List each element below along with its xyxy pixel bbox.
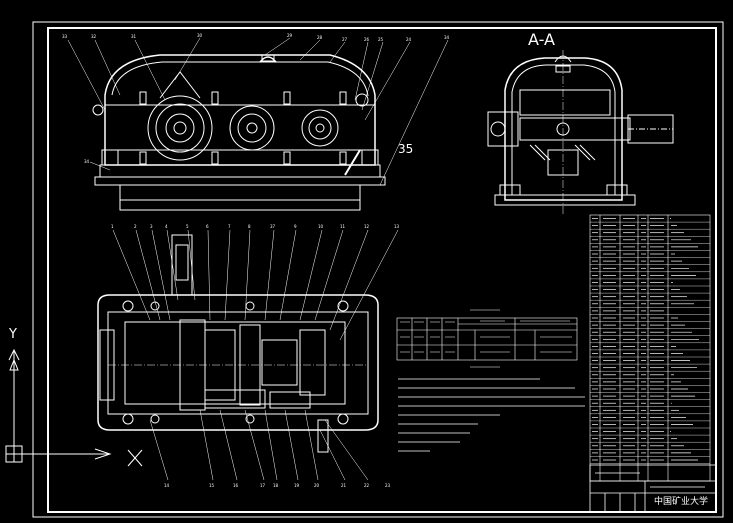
callout-25: 25 [378,37,384,42]
callout-29: 29 [287,33,293,38]
plan-view-callout-labels: 1 2 3 4 5 6 7 8 37 9 10 11 12 13 14 15 1… [111,224,400,488]
technical-notes [398,378,585,452]
section-marker-label: 35 [398,142,413,156]
callout-21: 21 [341,483,347,488]
outer-frame [32,21,724,518]
callout-27: 27 [342,37,348,42]
callout-7: 7 [228,224,231,229]
front-view-leaders [67,37,449,186]
callout-4: 4 [165,224,168,229]
callout-18: 18 [273,483,279,488]
parts-list-rows [590,221,710,464]
callout-1: 1 [111,224,114,229]
callout-28: 28 [317,35,323,40]
callout-31: 31 [131,34,137,39]
flange-bolts [139,91,347,165]
callout-19: 19 [294,483,300,488]
spec-table [396,317,578,361]
callout-26: 26 [364,37,370,42]
callout-15: 15 [209,483,215,488]
section-view [487,50,674,215]
spec-table-scribbles [400,309,572,368]
section-title: A-A [528,30,555,49]
callout-6: 6 [206,224,209,229]
callout-37: 37 [270,224,276,229]
callout-9: 9 [294,224,297,229]
callout-3: 3 [150,224,153,229]
callout-32: 32 [91,34,97,39]
callout-33: 33 [62,34,68,39]
plan-view [97,234,379,453]
callout-16: 16 [233,483,239,488]
callout-34-left: 34 [84,159,90,164]
callout-5: 5 [186,224,189,229]
inner-frame [47,27,717,513]
callout-30: 30 [197,33,203,38]
callout-11: 11 [340,224,346,229]
front-view-callout-labels: 33 32 31 30 29 28 27 26 25 24 34 34 35 [62,33,450,164]
plan-view-leaders [112,229,399,481]
parts-list-entries [592,218,699,461]
callout-20: 20 [314,483,320,488]
callout-24: 24 [406,37,412,42]
school-name: 中国矿业大学 [654,495,708,507]
callout-8: 8 [248,224,251,229]
callout-13: 13 [394,224,400,229]
ucs-y-label: Y [8,327,17,342]
callout-22: 22 [364,483,370,488]
callout-14: 14 [164,483,170,488]
callout-34-right: 34 [444,35,450,40]
callout-17: 17 [260,483,266,488]
callout-23: 23 [385,483,391,488]
parts-list [589,214,711,482]
ucs-icon [5,348,143,467]
callout-10: 10 [318,224,324,229]
front-view [92,54,386,211]
title-block [589,464,717,513]
callout-12: 12 [364,224,370,229]
callout-2: 2 [134,224,137,229]
